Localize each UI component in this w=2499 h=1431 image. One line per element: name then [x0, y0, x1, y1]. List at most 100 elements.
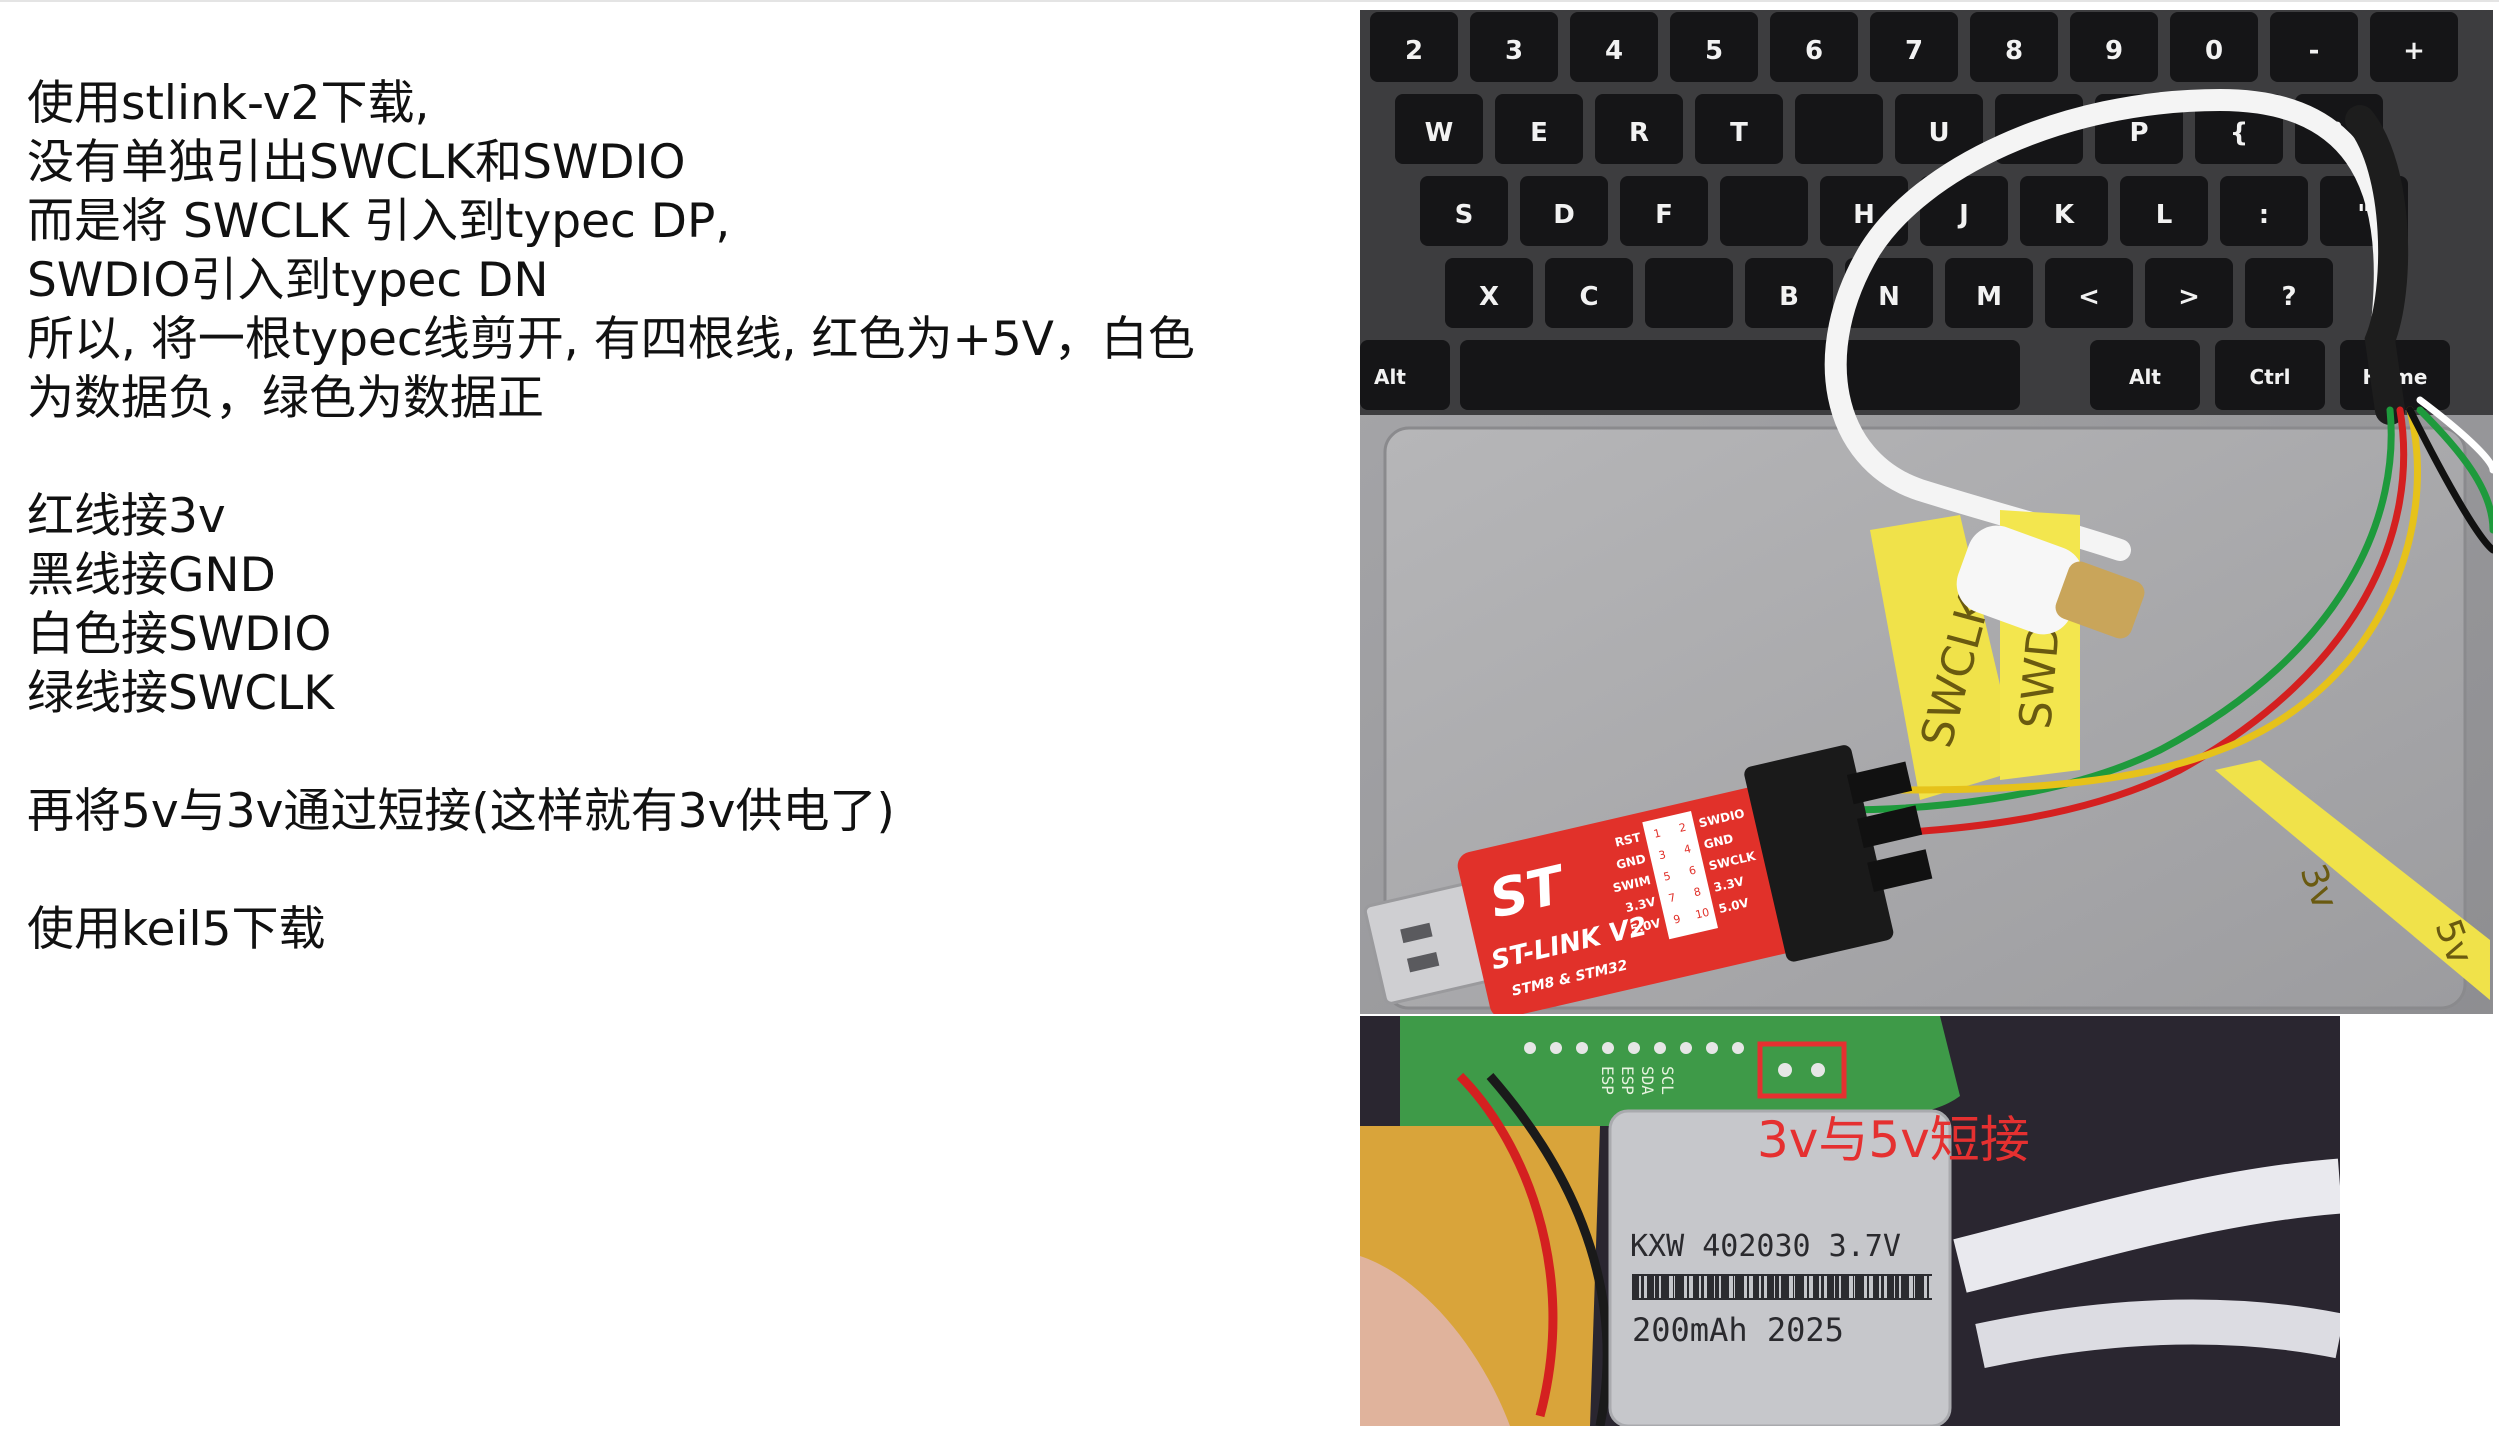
- pcb-pads: [1524, 1042, 1825, 1077]
- black-wire: [1486, 1073, 1612, 1426]
- keyboard-key: [1520, 176, 1608, 246]
- keyboard-key-label: N: [1878, 282, 1900, 312]
- pcb-pad: [1654, 1042, 1666, 1054]
- keyboard-key: [1670, 12, 1758, 82]
- pinout-left-label: 5.0V: [1629, 916, 1663, 937]
- keyboard-key: [2045, 258, 2133, 328]
- barcode-bar: [1669, 1276, 1673, 1298]
- barcode-bar: [1914, 1276, 1915, 1298]
- keyboard-key: [1595, 94, 1683, 164]
- keyboard-key-label: :: [2259, 200, 2269, 230]
- barcode-bar: [1839, 1276, 1841, 1298]
- typec-plug: [1956, 525, 2145, 639]
- barcode-bar: [1774, 1276, 1775, 1298]
- keyboard-key-label: B: [1779, 282, 1799, 312]
- line-1: 使用stlink-v2下载,: [27, 76, 430, 131]
- barcode-bar: [1699, 1276, 1701, 1298]
- keyboard-key-label: C: [1579, 282, 1598, 312]
- instruction-text: 使用stlink-v2下载, 没有单独引出SWCLK和SWDIO 而是将 SWC…: [27, 74, 1307, 959]
- keyboard-key: [2070, 12, 2158, 82]
- keyboard-key: [1770, 12, 1858, 82]
- keyboard-key: [1570, 12, 1658, 82]
- barcode-bar: [1864, 1276, 1867, 1298]
- barcode-bar: [1869, 1276, 1873, 1298]
- barcode-bar: [1719, 1276, 1721, 1298]
- keyboard-key-label: 3: [1505, 36, 1523, 66]
- barcode-bar: [1894, 1276, 1895, 1298]
- barcode-bar: [1834, 1276, 1835, 1298]
- pin-number: 4: [1683, 842, 1693, 856]
- line-red-wire: 红线接3v: [27, 489, 226, 544]
- keyboard-key: [1420, 176, 1508, 246]
- keyboard-key-label: 2: [1405, 36, 1423, 66]
- keyboard-label-alt-left: Alt: [1374, 365, 1406, 389]
- pin-number: 10: [1694, 906, 1711, 922]
- spacer: [27, 428, 1307, 487]
- barcode-bar: [1909, 1276, 1913, 1298]
- keyboard-key: [2220, 176, 2308, 246]
- short-annotation: 3v与5v短接: [1757, 1111, 2030, 1169]
- keyboard-key-label: F: [1655, 200, 1673, 230]
- keyboard-key: [2245, 258, 2333, 328]
- barcode-bar: [1849, 1276, 1853, 1298]
- keyboard-key-label: 7: [1905, 36, 1923, 66]
- pcb-pad: [1706, 1042, 1718, 1054]
- barcode-stripes: [1639, 1276, 1933, 1298]
- barcode-bar: [1759, 1276, 1761, 1298]
- pcb-label-esp-1: ESP: [1618, 1066, 1637, 1095]
- barcode-bar: [1929, 1276, 1933, 1298]
- black-tape: [2345, 105, 2409, 425]
- battery-capacity: 200mAh 2025: [1632, 1311, 1844, 1349]
- keyboard-key: [2170, 12, 2258, 82]
- keyboard-spacebar: [1460, 340, 2020, 410]
- pcb-pad-5v: [1811, 1063, 1825, 1077]
- keyboard-key: [1920, 176, 2008, 246]
- pcb-pad: [1680, 1042, 1692, 1054]
- top-divider: [0, 0, 2499, 2]
- keyboard-key-label: >: [2178, 282, 2200, 312]
- keyboard-key: [1970, 12, 2058, 82]
- keyboard-key-label: 4: [1605, 36, 1623, 66]
- keyboard-key-label: ?: [2281, 282, 2296, 312]
- pcb-pad: [1732, 1042, 1744, 1054]
- pin-number: 9: [1672, 912, 1682, 926]
- pinout-right-label: GND: [1702, 831, 1734, 851]
- keyboard-key-label: 6: [1805, 36, 1823, 66]
- keyboard-key: [1795, 94, 1883, 164]
- line-5: 所以, 将一根typec线剪开, 有四根线, 红色为+5V，白色: [27, 312, 1195, 367]
- keyboard-key-label: X: [1479, 282, 1499, 312]
- keyboard-key-label: T: [1730, 118, 1748, 148]
- barcode-bar: [1734, 1276, 1735, 1298]
- keyboard-key: [1470, 12, 1558, 82]
- barcode-bar: [1789, 1276, 1793, 1298]
- line-short: 再将5v与3v通过短接(这样就有3v供电了): [27, 784, 895, 839]
- barcode-bar: [1684, 1276, 1687, 1298]
- keyboard-key-label: 8: [2005, 36, 2023, 66]
- barcode-bar: [1779, 1276, 1781, 1298]
- battery-barcode: [1632, 1274, 1932, 1300]
- spacer: [27, 841, 1307, 900]
- pin-number: 7: [1667, 891, 1677, 905]
- keyboard-key-label: D: [1553, 200, 1575, 230]
- barcode-bar: [1744, 1276, 1747, 1298]
- keyboard-key: [1695, 94, 1783, 164]
- white-usb-cable: [1824, 88, 2396, 561]
- pin-number: 6: [1688, 864, 1698, 878]
- barcode-bar: [1654, 1276, 1655, 1298]
- pcb-label-sda: SDA: [1638, 1066, 1657, 1095]
- line-6: 为数据负，绿色为数据正: [27, 371, 544, 426]
- keyboard-key: [1945, 258, 2033, 328]
- pcb-battery-photo: SCL SDA ESP ESP KXW 402030 3.7V 200mAh 2…: [1360, 1016, 2340, 1426]
- keyboard-key: [1545, 258, 1633, 328]
- keyboard-key-label: U: [1928, 118, 1949, 148]
- keyboard-key-label: M: [1976, 282, 2002, 312]
- line-keil: 使用keil5下载: [27, 902, 326, 957]
- pinout-left-label: 3.3V: [1624, 894, 1658, 915]
- keyboard-key-label: {: [2230, 118, 2249, 148]
- barcode-bar: [1689, 1276, 1693, 1298]
- keyboard-key: [2120, 176, 2208, 246]
- line-4: SWDIO引入到typec DN: [27, 253, 549, 308]
